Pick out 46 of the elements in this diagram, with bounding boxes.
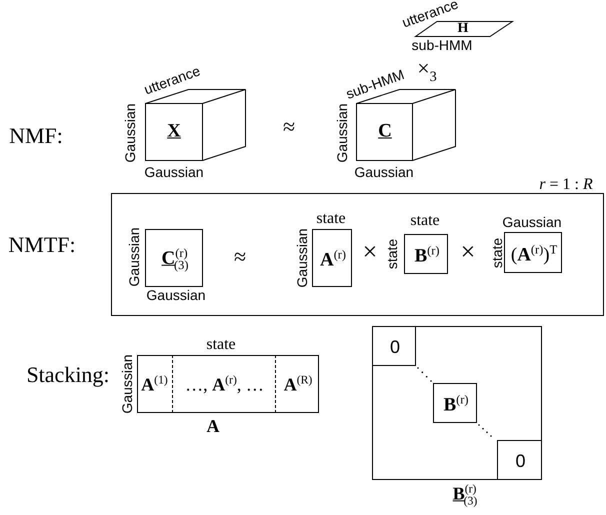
axis-label: Gaussian [354, 165, 414, 179]
times-symbol: × [362, 239, 378, 265]
tensor-symbol: X [167, 122, 181, 140]
axis-label: Gaussian [295, 228, 309, 288]
matrix-box [312, 229, 352, 287]
matrix-symbol: H [458, 22, 468, 36]
section-label: NMF: [9, 125, 63, 147]
axis-label: sub-HMM [412, 38, 472, 52]
section-label: NMTF: [8, 234, 76, 256]
axis-label: Gaussian [144, 165, 204, 179]
axis-label: Gaussian [335, 103, 349, 163]
axis-label: state [490, 238, 504, 268]
matrix-symbol: B$^{(r)}$ [443, 393, 469, 415]
zero-block [497, 440, 542, 480]
matrix-symbol: A$^{(1)}$ [141, 374, 168, 394]
axis-label: Gaussian [146, 288, 206, 302]
axis-label: state [206, 337, 236, 353]
axis-label: state [316, 211, 346, 227]
axis-label: state [410, 213, 440, 229]
matrix-symbol: (A$^{(r)}$)$^{T}$ [510, 242, 558, 264]
matrix-name: A [206, 417, 220, 435]
matrix-symbol: …, A$^{(r)}$, … [185, 374, 264, 394]
axis-label: Gaussian [123, 103, 137, 163]
axis-label: state [385, 238, 399, 270]
matrix-box [145, 229, 203, 287]
index-range: r = 1 : R [539, 177, 593, 193]
mode-product-symbol: ×$_{3}$ [417, 58, 437, 84]
matrix-symbol: A$^{(r)}$ [320, 248, 346, 270]
block-diagonal-matrix-box [372, 326, 542, 480]
axis-label: Gaussian [127, 227, 141, 287]
matrix-symbol: A$^{(R)}$ [284, 374, 312, 394]
matrix-box [404, 234, 448, 274]
zero-block [372, 326, 416, 366]
approx-symbol: ≈ [234, 246, 246, 268]
zero-symbol: 0 [516, 452, 526, 470]
section-label: Stacking: [26, 364, 110, 386]
zero-symbol: 0 [390, 338, 400, 356]
matrix-box [433, 383, 477, 423]
approx-symbol: ≈ [282, 116, 296, 138]
axis-label: Gaussian [120, 354, 134, 414]
matrix-box [504, 232, 562, 273]
stacked-matrix-box [137, 355, 319, 413]
axis-label: Gaussian [502, 215, 562, 229]
matrix-symbol: B$^{(r)}$ [414, 244, 440, 266]
times-symbol: × [460, 239, 476, 265]
tensor-symbol: C [378, 122, 392, 140]
